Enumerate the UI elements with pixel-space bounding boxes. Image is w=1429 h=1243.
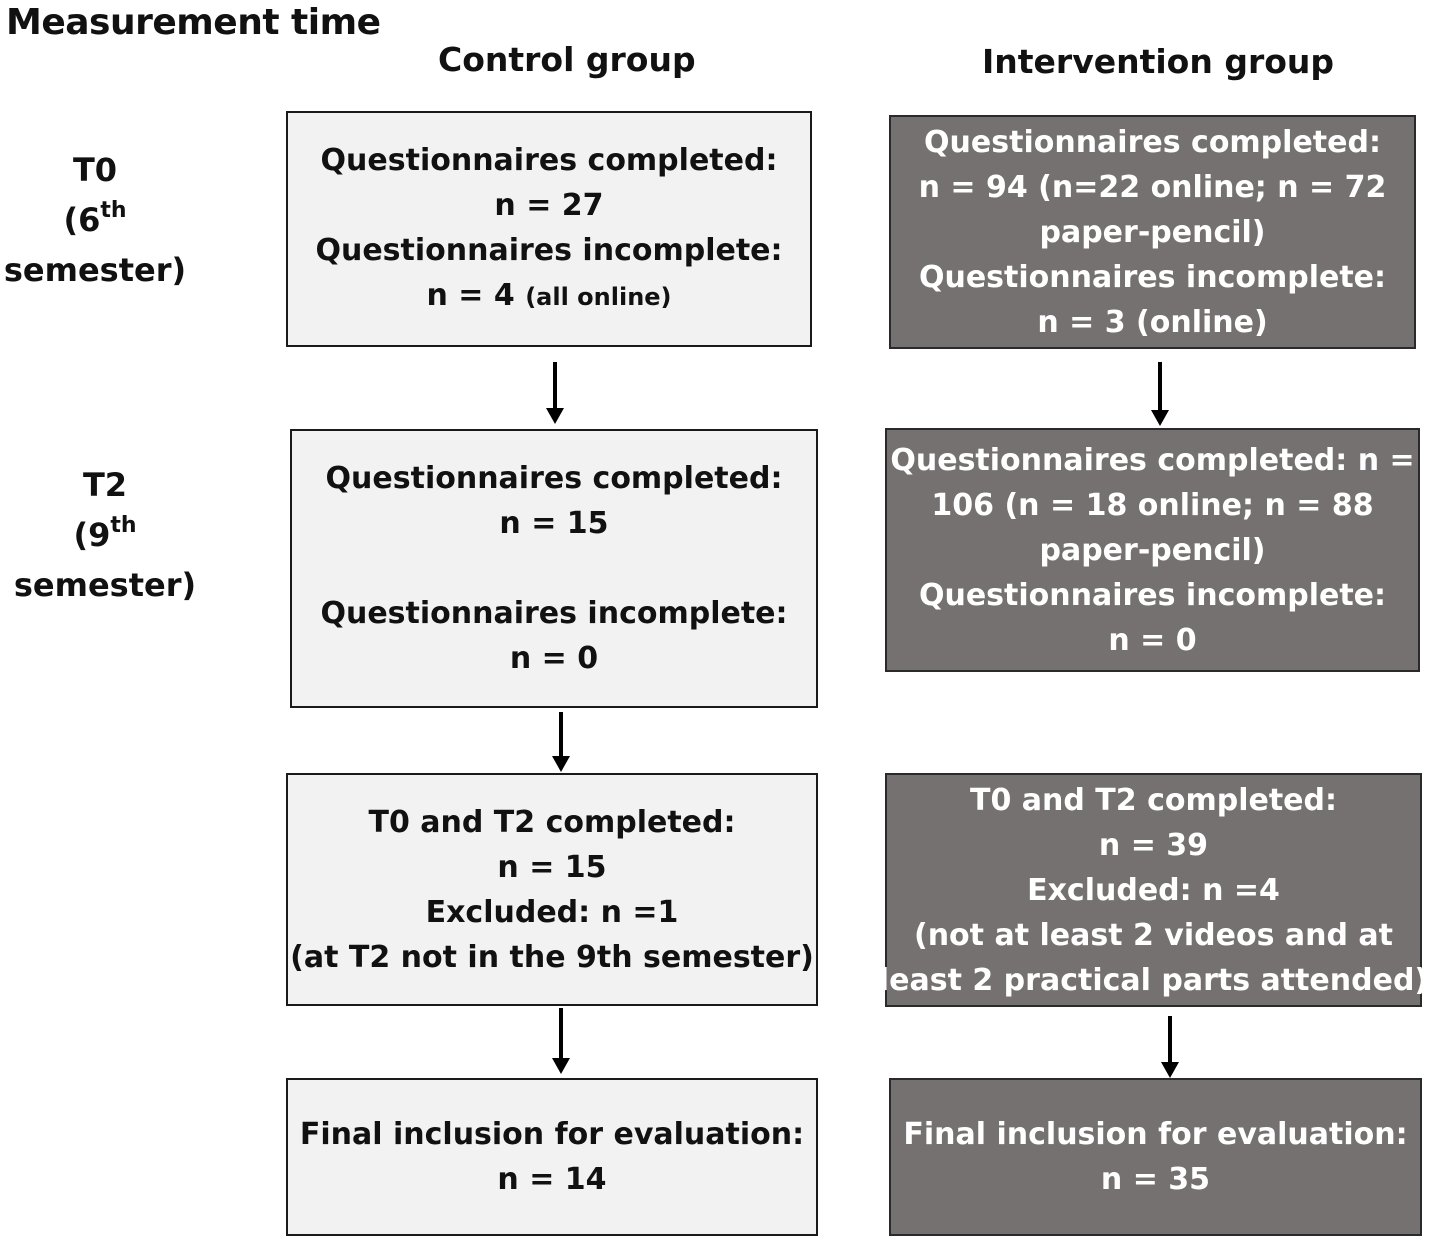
control-final-box: Final inclusion for evaluation: n = 14	[286, 1078, 818, 1236]
box-text: T0 and T2 completed:	[969, 782, 1337, 818]
arrowhead	[1151, 410, 1169, 426]
time-point-semester-word: semester)	[3, 251, 187, 289]
box-text: n = 14	[497, 1162, 607, 1197]
box-text: paper-pencil)	[1039, 532, 1266, 568]
box-text: Questionnaires completed:	[320, 143, 778, 178]
box-text: Questionnaires incomplete:	[918, 577, 1387, 613]
box-text: Questionnaires incomplete:	[315, 233, 783, 268]
control-group-heading: Control group	[438, 40, 696, 79]
box-text: n = 94 (n=22 online; n = 72	[918, 169, 1387, 205]
time-point-semester-word: semester)	[13, 566, 197, 604]
box-text: Excluded: n =1	[425, 894, 679, 930]
intervention-t0-box: Questionnaires completed: n = 94 (n=22 o…	[889, 115, 1416, 349]
time-point-semester: (6th	[63, 198, 127, 240]
box-text: least 2 practical parts attended)	[878, 962, 1429, 998]
box-text: T0 and T2 completed:	[368, 804, 736, 840]
box-text: n = 27	[494, 188, 604, 223]
box-text: n = 15	[497, 849, 607, 885]
intervention-final-box: Final inclusion for evaluation: n = 35	[889, 1078, 1422, 1236]
box-text: paper-pencil)	[1039, 214, 1266, 250]
box-text: Excluded: n =4	[1027, 872, 1280, 908]
control-both-completed-box: T0 and T2 completed: n = 15 Excluded: n …	[286, 773, 818, 1006]
intervention-t2-box: Questionnaires completed: n = 106 (n = 1…	[885, 428, 1420, 672]
box-text: n = 0	[509, 641, 599, 676]
box-text: 106 (n = 18 online; n = 88	[931, 487, 1374, 523]
box-text: Questionnaires incomplete:	[320, 596, 788, 631]
arrowhead	[1161, 1062, 1179, 1078]
arrowhead	[546, 408, 564, 424]
measurement-time-heading: Measurement time	[6, 2, 381, 43]
box-text: n = 0	[1108, 622, 1197, 658]
control-t2-box: Questionnaires completed: n = 15 Questio…	[290, 429, 818, 708]
box-text: (at T2 not in the 9th semester)	[290, 939, 814, 975]
time-point-label: T2	[82, 466, 128, 504]
box-text: Final inclusion for evaluation:	[299, 1117, 805, 1152]
time-point-semester: (9th	[73, 513, 137, 555]
box-text: Questionnaires completed:	[924, 124, 1381, 160]
box-text: n = 35	[1100, 1162, 1211, 1197]
box-text: Questionnaires completed:	[325, 461, 783, 496]
arrowhead	[552, 1058, 570, 1074]
box-text: n = 3 (online)	[1037, 304, 1268, 340]
time-point-t0: T0 (6th semester)	[0, 145, 195, 295]
box-text: (not at least 2 videos and at	[913, 917, 1393, 953]
arrowhead	[552, 756, 570, 772]
box-text: n = 15	[499, 506, 609, 541]
intervention-group-heading: Intervention group	[982, 42, 1335, 81]
time-point-t2: T2 (9th semester)	[5, 460, 205, 610]
control-t0-box: Questionnaires completed: n = 27 Questio…	[286, 111, 812, 347]
time-point-label: T0	[72, 151, 118, 189]
box-text: n = 4 (all online)	[426, 278, 672, 313]
box-text: Questionnaires completed: n =	[890, 442, 1415, 478]
intervention-both-completed-box: T0 and T2 completed: n = 39 Excluded: n …	[879, 773, 1428, 1007]
box-text: Final inclusion for evaluation:	[903, 1117, 1408, 1152]
box-text: Questionnaires incomplete:	[918, 259, 1387, 295]
box-text: n = 39	[1098, 827, 1209, 863]
